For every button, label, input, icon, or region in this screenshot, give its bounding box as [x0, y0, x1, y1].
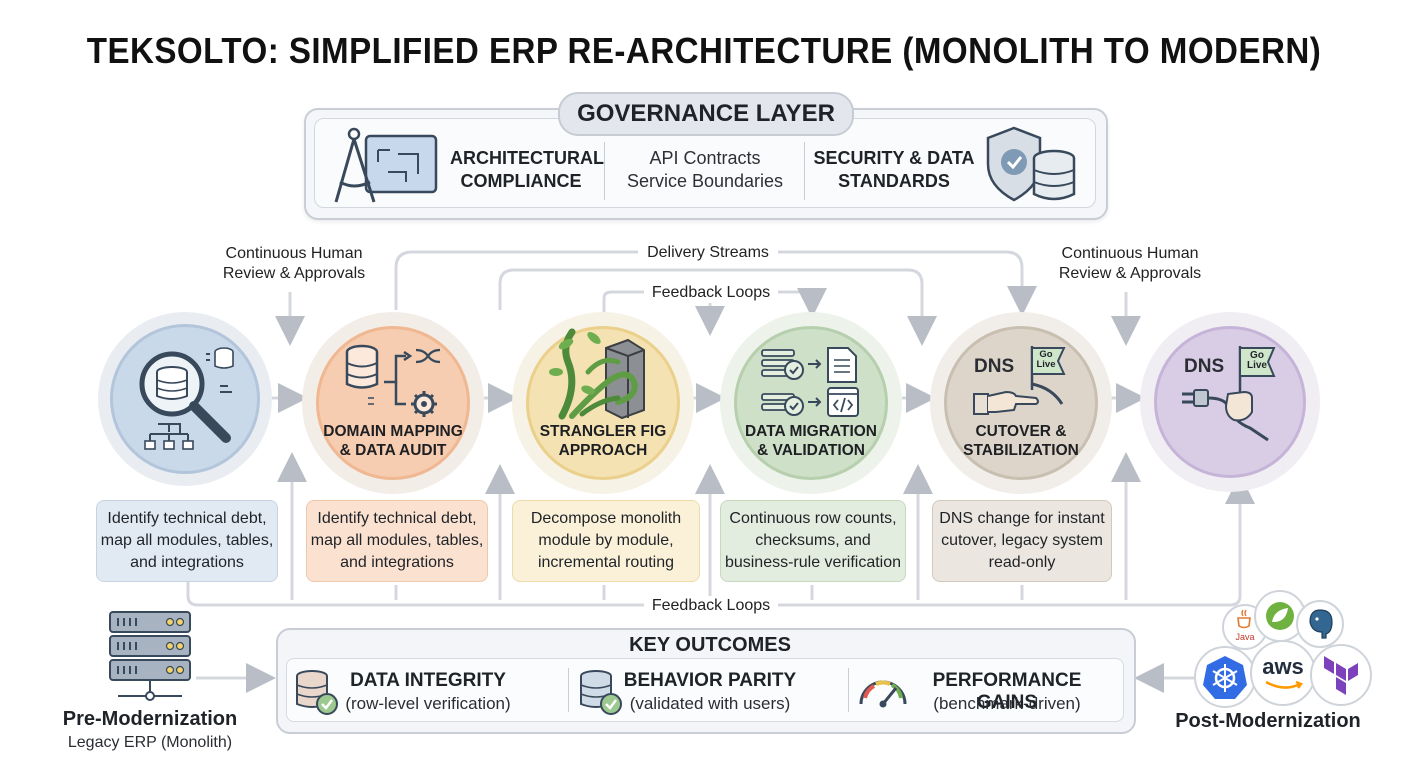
shield-database-icon	[986, 126, 1076, 202]
review-label-left: Continuous Human Review & Approvals	[222, 245, 366, 282]
outcome-data-integrity-note: (row-level verification)	[345, 694, 511, 713]
outcome-behavior-parity-title: BEHAVIOR PARITY	[623, 670, 797, 691]
security-data-standards-label: SECURITY & DATA STANDARDS	[813, 148, 975, 191]
delivery-streams-label: Delivery Streams	[638, 243, 778, 263]
blueprint-compass-icon	[334, 127, 438, 203]
key-outcomes-inner	[286, 658, 1124, 722]
go-live-flag-text: Go Live	[1036, 349, 1056, 370]
outcome-performance-gains-note: (benchmark-driven)	[933, 694, 1081, 713]
api-contracts-text: API Contracts	[649, 148, 761, 168]
postgresql-logo	[1296, 600, 1344, 648]
magnifier-database-icon	[139, 347, 234, 450]
cutover-hand-flag-icon	[973, 346, 1066, 415]
speedometer-icon	[859, 680, 907, 708]
dns-text: DNS	[974, 356, 1015, 377]
dns-text: DNS	[1184, 356, 1225, 377]
mapping-database-gear-icon	[345, 344, 441, 417]
database-check-icon	[580, 670, 622, 715]
service-boundaries-text: Service Boundaries	[626, 171, 784, 191]
feedback-loops-top-label: Feedback Loops	[644, 283, 778, 303]
strangler-fig-icon	[549, 328, 645, 420]
stage-5-description: DNS change for instant cutover, legacy s…	[932, 500, 1112, 582]
stage-2-circle	[316, 326, 470, 480]
governance-header: GOVERNANCE LAYER	[558, 92, 854, 136]
architectural-compliance-label: ARCHITECTURAL COMPLIANCE	[450, 148, 604, 191]
migration-validation-icon	[761, 347, 859, 417]
pre-modernization-title: Pre-Modernization	[62, 708, 238, 730]
stage-4-label: DATA MIGRATION & VALIDATION	[744, 423, 877, 459]
server-rack-icon	[109, 611, 191, 701]
outcome-data-integrity-title: DATA INTEGRITY	[350, 670, 506, 691]
key-outcomes-header: KEY OUTCOMES	[560, 634, 860, 657]
stage-3-description: Decompose monolith module by module, inc…	[512, 500, 700, 582]
outcome-performance-gains-title: PERFORMANCE GAINS	[932, 670, 1082, 713]
divider	[568, 668, 569, 712]
review-label-right: Continuous Human Review & Approvals	[1058, 245, 1202, 282]
database-check-icon	[296, 670, 338, 715]
java-cup-icon	[1237, 609, 1251, 629]
page-title: TEKSOLTO: SIMPLIFIED ERP RE-ARCHITECTURE…	[86, 30, 1322, 71]
divider	[804, 142, 805, 200]
post-modernization-title: Post-Modernization	[1175, 710, 1361, 732]
divider	[604, 142, 605, 200]
aws-logo-text: aws	[1262, 654, 1304, 679]
kubernetes-helm-icon	[1203, 656, 1247, 699]
feedback-loops-bottom-label: Feedback Loops	[644, 596, 778, 616]
pre-modernization-subtitle: Legacy ERP (Monolith)	[67, 734, 233, 751]
divider	[848, 668, 849, 712]
postgresql-elephant-icon	[1309, 609, 1333, 639]
spring-leaf-icon	[1266, 602, 1294, 630]
go-live-flag-text: Go Live	[1246, 350, 1267, 371]
stage-3-label: STRANGLER FIG APPROACH	[539, 423, 667, 459]
stage-4-description: Continuous row counts, checksums, and bu…	[720, 500, 906, 582]
stage-1-description: Identify technical debt, map all modules…	[96, 500, 278, 582]
aws-logo	[1250, 640, 1316, 706]
stage-5-label: CUTOVER & STABILIZATION	[963, 423, 1079, 459]
aws-smile-icon	[1265, 680, 1303, 689]
terraform-icon	[1324, 656, 1358, 695]
stage-2-description: Identify technical debt, map all modules…	[306, 500, 488, 582]
java-logo-text: Java	[1235, 632, 1255, 642]
stage-2-label: DOMAIN MAPPING & DATA AUDIT	[323, 423, 463, 459]
go-live-hand-plug-icon	[1182, 346, 1276, 442]
outcome-behavior-parity-note: (validated with users)	[629, 694, 791, 713]
